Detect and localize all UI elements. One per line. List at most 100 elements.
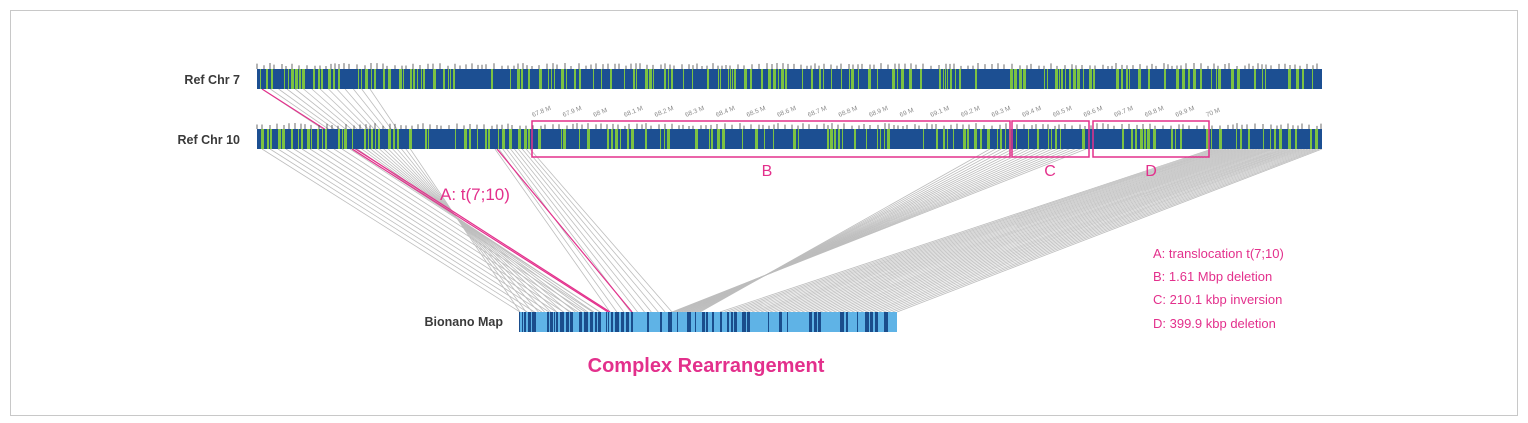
bionano-band [626,312,629,332]
chr10-band [1028,129,1029,149]
chr10-pre-b-line [494,148,611,313]
chr10-left-to-bionano-line [333,148,586,313]
chr10-band [943,129,945,149]
chr7-band [1073,69,1076,89]
chr7-band [1069,69,1071,89]
chr7-band [450,69,451,89]
chr7-band [421,69,422,89]
chr10-band [485,129,487,149]
chr10-base [257,129,1322,149]
chr10-pre-b-line [510,148,638,313]
chr10-band [838,129,840,149]
chr7-band [811,69,813,89]
chr10-post-d-line [828,148,1280,313]
chr10-pre-b-line [518,148,652,313]
chr10-post-d-line [792,148,1258,313]
chr7-band [858,69,859,89]
chr7-band [959,69,961,89]
chr7-band [744,69,747,89]
chr7-band [1014,69,1017,89]
chr7-band [901,69,904,89]
chr10-post-d-line [747,148,1230,313]
chr10-post-d-line [896,148,1323,313]
chr7-band [1254,69,1256,89]
chr10-pre-b-line [498,148,618,313]
tick-label: 70 M [1205,107,1221,119]
chr7-band [528,69,530,89]
chr7-to-bionano-line [336,88,545,313]
bionano-band [611,312,613,332]
chr7-band [823,69,824,89]
chr7-band [781,69,784,89]
chr7-band [1265,69,1266,89]
chr10-post-d-line [738,148,1224,313]
tick-label: 69.6 M [1083,105,1104,119]
chr10-band [627,129,629,149]
chr7-band [284,69,285,89]
tick-label: 69.1 M [929,105,950,119]
chr7-band [361,69,362,89]
legend-item-c: C: 210.1 kbp inversion [1153,292,1282,307]
chr10-band [660,129,661,149]
chr10-band [1295,129,1297,149]
chr7-band [299,69,301,89]
chr10-band [798,129,799,149]
chr7-band [645,69,648,89]
bionano-band [702,312,705,332]
tick-label: 69.4 M [1021,105,1042,119]
chr10-band [278,129,281,149]
bionano-band [660,312,662,332]
chr10-band [1171,129,1173,149]
chr10-post-d-line [751,148,1232,313]
chr10-band [842,129,843,149]
chr7-band [1047,69,1048,89]
chr10-band [1037,129,1039,149]
chr10-band [301,129,303,149]
chr7-band [892,69,895,89]
chr10-band [563,129,566,149]
legend-item-b: B: 1.61 Mbp deletion [1153,269,1272,284]
tick-label: 68.1 M [623,105,644,119]
chr10-band [1263,129,1264,149]
chr7-band [548,69,549,89]
chr10-post-d-line [778,148,1249,313]
chr10-band [298,129,299,149]
chr7-band [579,69,581,89]
chr10-band [1236,129,1237,149]
bionano-band [547,312,549,332]
chr7-band [1237,69,1240,89]
chr10-band [1153,129,1156,149]
chr10-post-d-line [869,148,1306,313]
chr10-post-d-line [797,148,1261,313]
chr10-post-d-line [837,148,1286,313]
chr10-pre-b-line [502,148,625,313]
chr7-band [692,69,693,89]
chr7-band [653,69,654,89]
tick-label: 69.3 M [991,105,1012,119]
chr7-band [1262,69,1263,89]
chr10-band [884,129,885,149]
chr7-band [561,69,564,89]
chr7-band [897,69,898,89]
chr10-left-to-bionano-line [349,148,601,313]
chr10-band [270,129,272,149]
chr7-band [1019,69,1022,89]
tick-label: 69.8 M [1144,105,1165,119]
chr7-band [313,69,315,89]
chr10-band [364,129,366,149]
region-a-label: A: t(7;10) [440,185,510,204]
chr10-band [742,129,743,149]
tick-label: 68.6 M [776,105,797,119]
chr7-band [802,69,803,89]
chr10-post-d-line [878,148,1311,313]
chr10-band [1219,129,1222,149]
chr10-band [311,129,312,149]
chr10-post-d-line [728,148,1218,313]
chr7-band [1211,69,1212,89]
chr7-band [1182,69,1185,89]
chr10-band [378,129,380,149]
chr10-band [1016,129,1017,149]
chr10-band [538,129,541,149]
chr7-band [955,69,956,89]
bionano-band [875,312,878,332]
